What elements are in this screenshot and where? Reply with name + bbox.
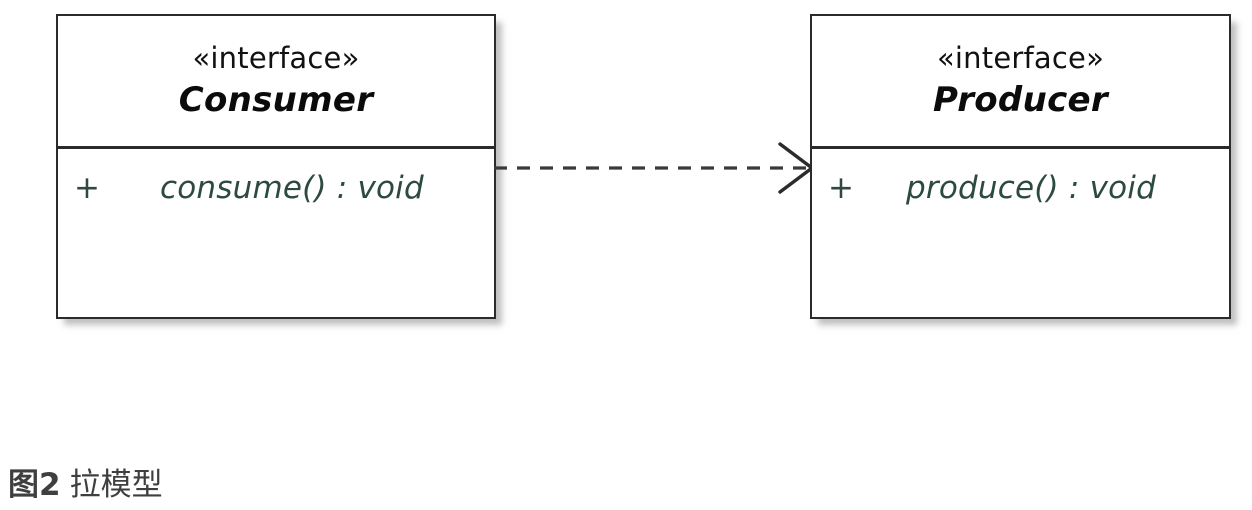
class-header-producer: «interface» Producer <box>812 16 1229 149</box>
class-operations-producer: + produce() : void <box>812 149 1229 317</box>
operation-row: + consume() : void <box>58 170 494 206</box>
dependency-arrow-icon <box>494 142 815 194</box>
class-name-label: Consumer <box>178 80 374 121</box>
operation-visibility: + <box>74 170 100 206</box>
class-operations-consumer: + consume() : void <box>58 149 494 317</box>
class-name-label: Producer <box>933 80 1108 121</box>
figure-caption-label: 图2 <box>8 467 61 503</box>
operation-visibility: + <box>828 170 854 206</box>
uml-class-consumer[interactable]: «interface» Consumer + consume() : void <box>56 14 496 319</box>
operation-signature: produce() : void <box>906 170 1156 206</box>
class-header-consumer: «interface» Consumer <box>58 16 494 149</box>
stereotype-label: «interface» <box>192 40 360 75</box>
dependency-arrow-consumer-to-producer <box>494 136 816 202</box>
uml-class-producer[interactable]: «interface» Producer + produce() : void <box>810 14 1231 319</box>
operation-signature: consume() : void <box>160 170 424 206</box>
stereotype-label: «interface» <box>936 40 1105 75</box>
figure-caption-text: 拉模型 <box>69 467 163 503</box>
operation-row: + produce() : void <box>812 170 1229 206</box>
